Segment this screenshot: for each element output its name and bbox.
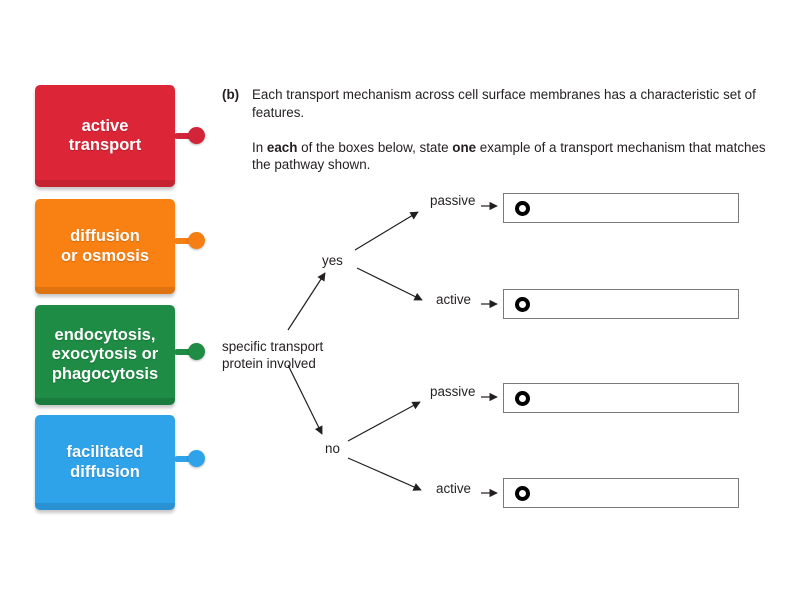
arrow-root-to-yes xyxy=(287,272,326,331)
dropbox-no-passive[interactable] xyxy=(503,383,739,413)
tree-leaf-no-active: active xyxy=(436,481,471,496)
question-p2-seg3: example of a transport mechanism that ma… xyxy=(252,139,766,173)
card-active-transport[interactable]: active transport xyxy=(35,85,175,187)
card-diffusion-or-osmosis-label: diffusion or osmosis xyxy=(60,227,150,265)
question-p2-seg1: In xyxy=(252,139,267,155)
card-endocytosis-label: endocytosis, exocytosis or phagocytosis xyxy=(51,325,159,383)
connector-stem-diffusion-or-osmosis xyxy=(174,238,196,244)
card-endocytosis[interactable]: endocytosis, exocytosis or phagocytosis xyxy=(35,305,175,405)
connector-knob-facilitated-diffusion[interactable] xyxy=(188,450,205,467)
question-paragraph-2: In each of the boxes below, state one ex… xyxy=(252,139,768,175)
drop-target-icon xyxy=(515,390,530,406)
card-active-transport-label: active transport xyxy=(68,116,142,154)
dropbox-no-active[interactable] xyxy=(503,478,739,508)
arrow-yes-to-passive xyxy=(354,211,419,251)
drop-target-icon xyxy=(515,200,530,216)
drop-target-icon xyxy=(515,296,530,312)
card-facilitated-diffusion-label: facilitated diffusion xyxy=(66,443,144,481)
arrow-no-to-passive xyxy=(347,401,421,442)
question-paragraph-1-text: Each transport mechanism across cell sur… xyxy=(252,87,756,120)
question-p2-emph-each: each xyxy=(266,139,298,155)
arrow-no-to-active xyxy=(347,457,422,491)
tree-leaf-yes-active: active xyxy=(436,292,471,307)
question-stem: (b) Each transport mechanism across cell… xyxy=(222,86,768,174)
question-paragraph-1: (b) Each transport mechanism across cell… xyxy=(222,86,768,122)
question-p2-emph-one: one xyxy=(452,139,477,155)
connector-stem-endocytosis xyxy=(174,349,196,355)
tree-leaf-yes-passive: passive xyxy=(430,193,476,208)
dropbox-yes-passive[interactable] xyxy=(503,193,739,223)
connector-knob-diffusion-or-osmosis[interactable] xyxy=(188,232,205,249)
tree-leaf-no-passive: passive xyxy=(430,384,476,399)
card-diffusion-or-osmosis[interactable]: diffusion or osmosis xyxy=(35,199,175,294)
arrow-root-to-no xyxy=(287,364,323,435)
card-facilitated-diffusion[interactable]: facilitated diffusion xyxy=(35,415,175,510)
dropbox-yes-active[interactable] xyxy=(503,289,739,319)
question-marker: (b) xyxy=(222,87,240,102)
drop-target-icon xyxy=(515,485,530,501)
connector-stem-active-transport xyxy=(174,133,196,139)
tree-branch-yes: yes xyxy=(322,253,343,268)
question-p2-seg2: of the boxes below, state xyxy=(297,139,453,155)
arrow-yes-to-active xyxy=(356,267,423,301)
connector-stem-facilitated-diffusion xyxy=(174,456,196,462)
connector-knob-active-transport[interactable] xyxy=(188,127,205,144)
tree-branch-no: no xyxy=(325,441,340,456)
tree-root-label: specific transport protein involved xyxy=(222,339,324,372)
connector-knob-endocytosis[interactable] xyxy=(188,343,205,360)
